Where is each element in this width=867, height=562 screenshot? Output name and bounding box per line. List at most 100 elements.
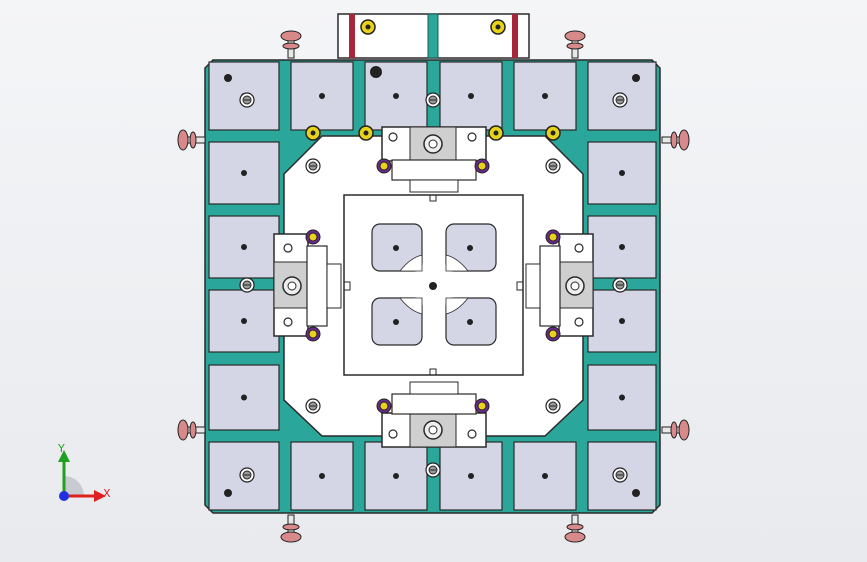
pin-head	[177, 129, 189, 151]
bolt-icon	[474, 398, 490, 414]
screw-icon	[425, 462, 441, 478]
bolt-core	[548, 329, 558, 339]
bolt-icon	[474, 158, 490, 174]
block-hole	[393, 473, 399, 479]
bolt-icon	[545, 229, 561, 245]
screw-icon	[612, 277, 628, 293]
spring-pin-icon	[280, 514, 302, 543]
bolt-core	[548, 232, 558, 242]
bolt-core	[310, 130, 316, 136]
block-hole	[241, 170, 247, 176]
bolt-icon	[305, 326, 321, 342]
bolt-core	[308, 232, 318, 242]
pin-collar	[189, 131, 197, 149]
center-hole	[429, 282, 437, 290]
bolt-core	[493, 130, 499, 136]
corner-hole	[632, 74, 640, 82]
bolt-core	[363, 130, 369, 136]
block-hole	[619, 244, 625, 250]
bolt-icon	[545, 125, 561, 141]
large-hole	[370, 66, 382, 78]
y-axis-arrow	[58, 450, 70, 462]
screw-icon	[305, 158, 321, 174]
slider-right[interactable]	[525, 233, 594, 337]
pin-collar	[566, 523, 584, 531]
screw-icon	[612, 467, 628, 483]
bolt-icon	[488, 125, 504, 141]
y-axis-label: Y	[58, 442, 65, 455]
inner-frame-notches	[343, 194, 524, 376]
pin-head	[280, 30, 302, 42]
bolt-icon	[376, 398, 392, 414]
block-hole	[542, 473, 548, 479]
pin-collar	[670, 131, 678, 149]
spring-pin-icon	[177, 419, 206, 441]
slider-bottom[interactable]	[381, 381, 487, 448]
screw-icon	[239, 277, 255, 293]
block-hole	[619, 394, 625, 401]
bolt-core	[308, 329, 318, 339]
spring-pin-icon	[661, 419, 690, 441]
bolt-icon	[305, 125, 321, 141]
bolt-core	[477, 161, 487, 171]
inner-frame[interactable]	[343, 194, 524, 376]
screw-icon	[545, 398, 561, 414]
slider-clamps[interactable]	[273, 126, 594, 448]
inner-pocket-bottom-right	[445, 297, 497, 346]
block-hole	[619, 170, 625, 176]
cavity-block	[513, 61, 577, 131]
fasteners	[224, 66, 640, 497]
bolt-core	[550, 130, 556, 136]
block-hole	[468, 93, 474, 99]
screw-icon	[305, 398, 321, 414]
pin-head	[564, 531, 586, 543]
pin-head	[678, 419, 690, 441]
top-clamp-block[interactable]	[337, 13, 530, 59]
cavity-block	[208, 215, 280, 279]
block-hole	[241, 394, 247, 401]
pin-collar	[282, 42, 300, 50]
inner-pocket-top-right	[445, 223, 497, 272]
spring-pin-icon	[564, 514, 586, 543]
block-hole	[619, 318, 625, 324]
pin-collar	[189, 421, 197, 439]
screw-icon	[612, 92, 628, 108]
screw-icon	[425, 92, 441, 108]
spring-pin-icon	[177, 129, 206, 151]
pin-head	[678, 129, 690, 151]
bolt-icon	[545, 326, 561, 342]
pin-collar	[566, 42, 584, 50]
triad-plane	[64, 476, 84, 496]
x-axis-arrow	[94, 490, 106, 502]
bolt-core	[379, 161, 389, 171]
pin-collar	[670, 421, 678, 439]
axis-triad	[58, 450, 106, 502]
inner-pocket-bottom-left	[371, 297, 423, 346]
block-hole	[319, 473, 325, 479]
pin-head	[564, 30, 586, 42]
inner-pocket-top-left	[371, 223, 423, 272]
x-axis-label: X	[103, 487, 111, 500]
bolt-core	[477, 401, 487, 411]
bolt-icon	[305, 229, 321, 245]
bolt-icon	[358, 125, 374, 141]
bolt-icon	[376, 158, 392, 174]
slider-left[interactable]	[273, 233, 342, 337]
block-hole	[393, 93, 399, 99]
spring-pin-icon	[280, 30, 302, 59]
pin-head	[177, 419, 189, 441]
block-hole	[319, 93, 325, 99]
spring-pin-icon	[661, 129, 690, 151]
block-hole	[241, 318, 247, 324]
slider-top[interactable]	[381, 126, 487, 193]
screw-icon	[545, 158, 561, 174]
bolt-core	[379, 401, 389, 411]
spring-pins	[177, 30, 690, 543]
corner-hole	[224, 74, 232, 82]
pin-head	[280, 531, 302, 543]
block-hole	[241, 244, 247, 250]
pin-collar	[282, 523, 300, 531]
corner-hole	[632, 489, 640, 497]
